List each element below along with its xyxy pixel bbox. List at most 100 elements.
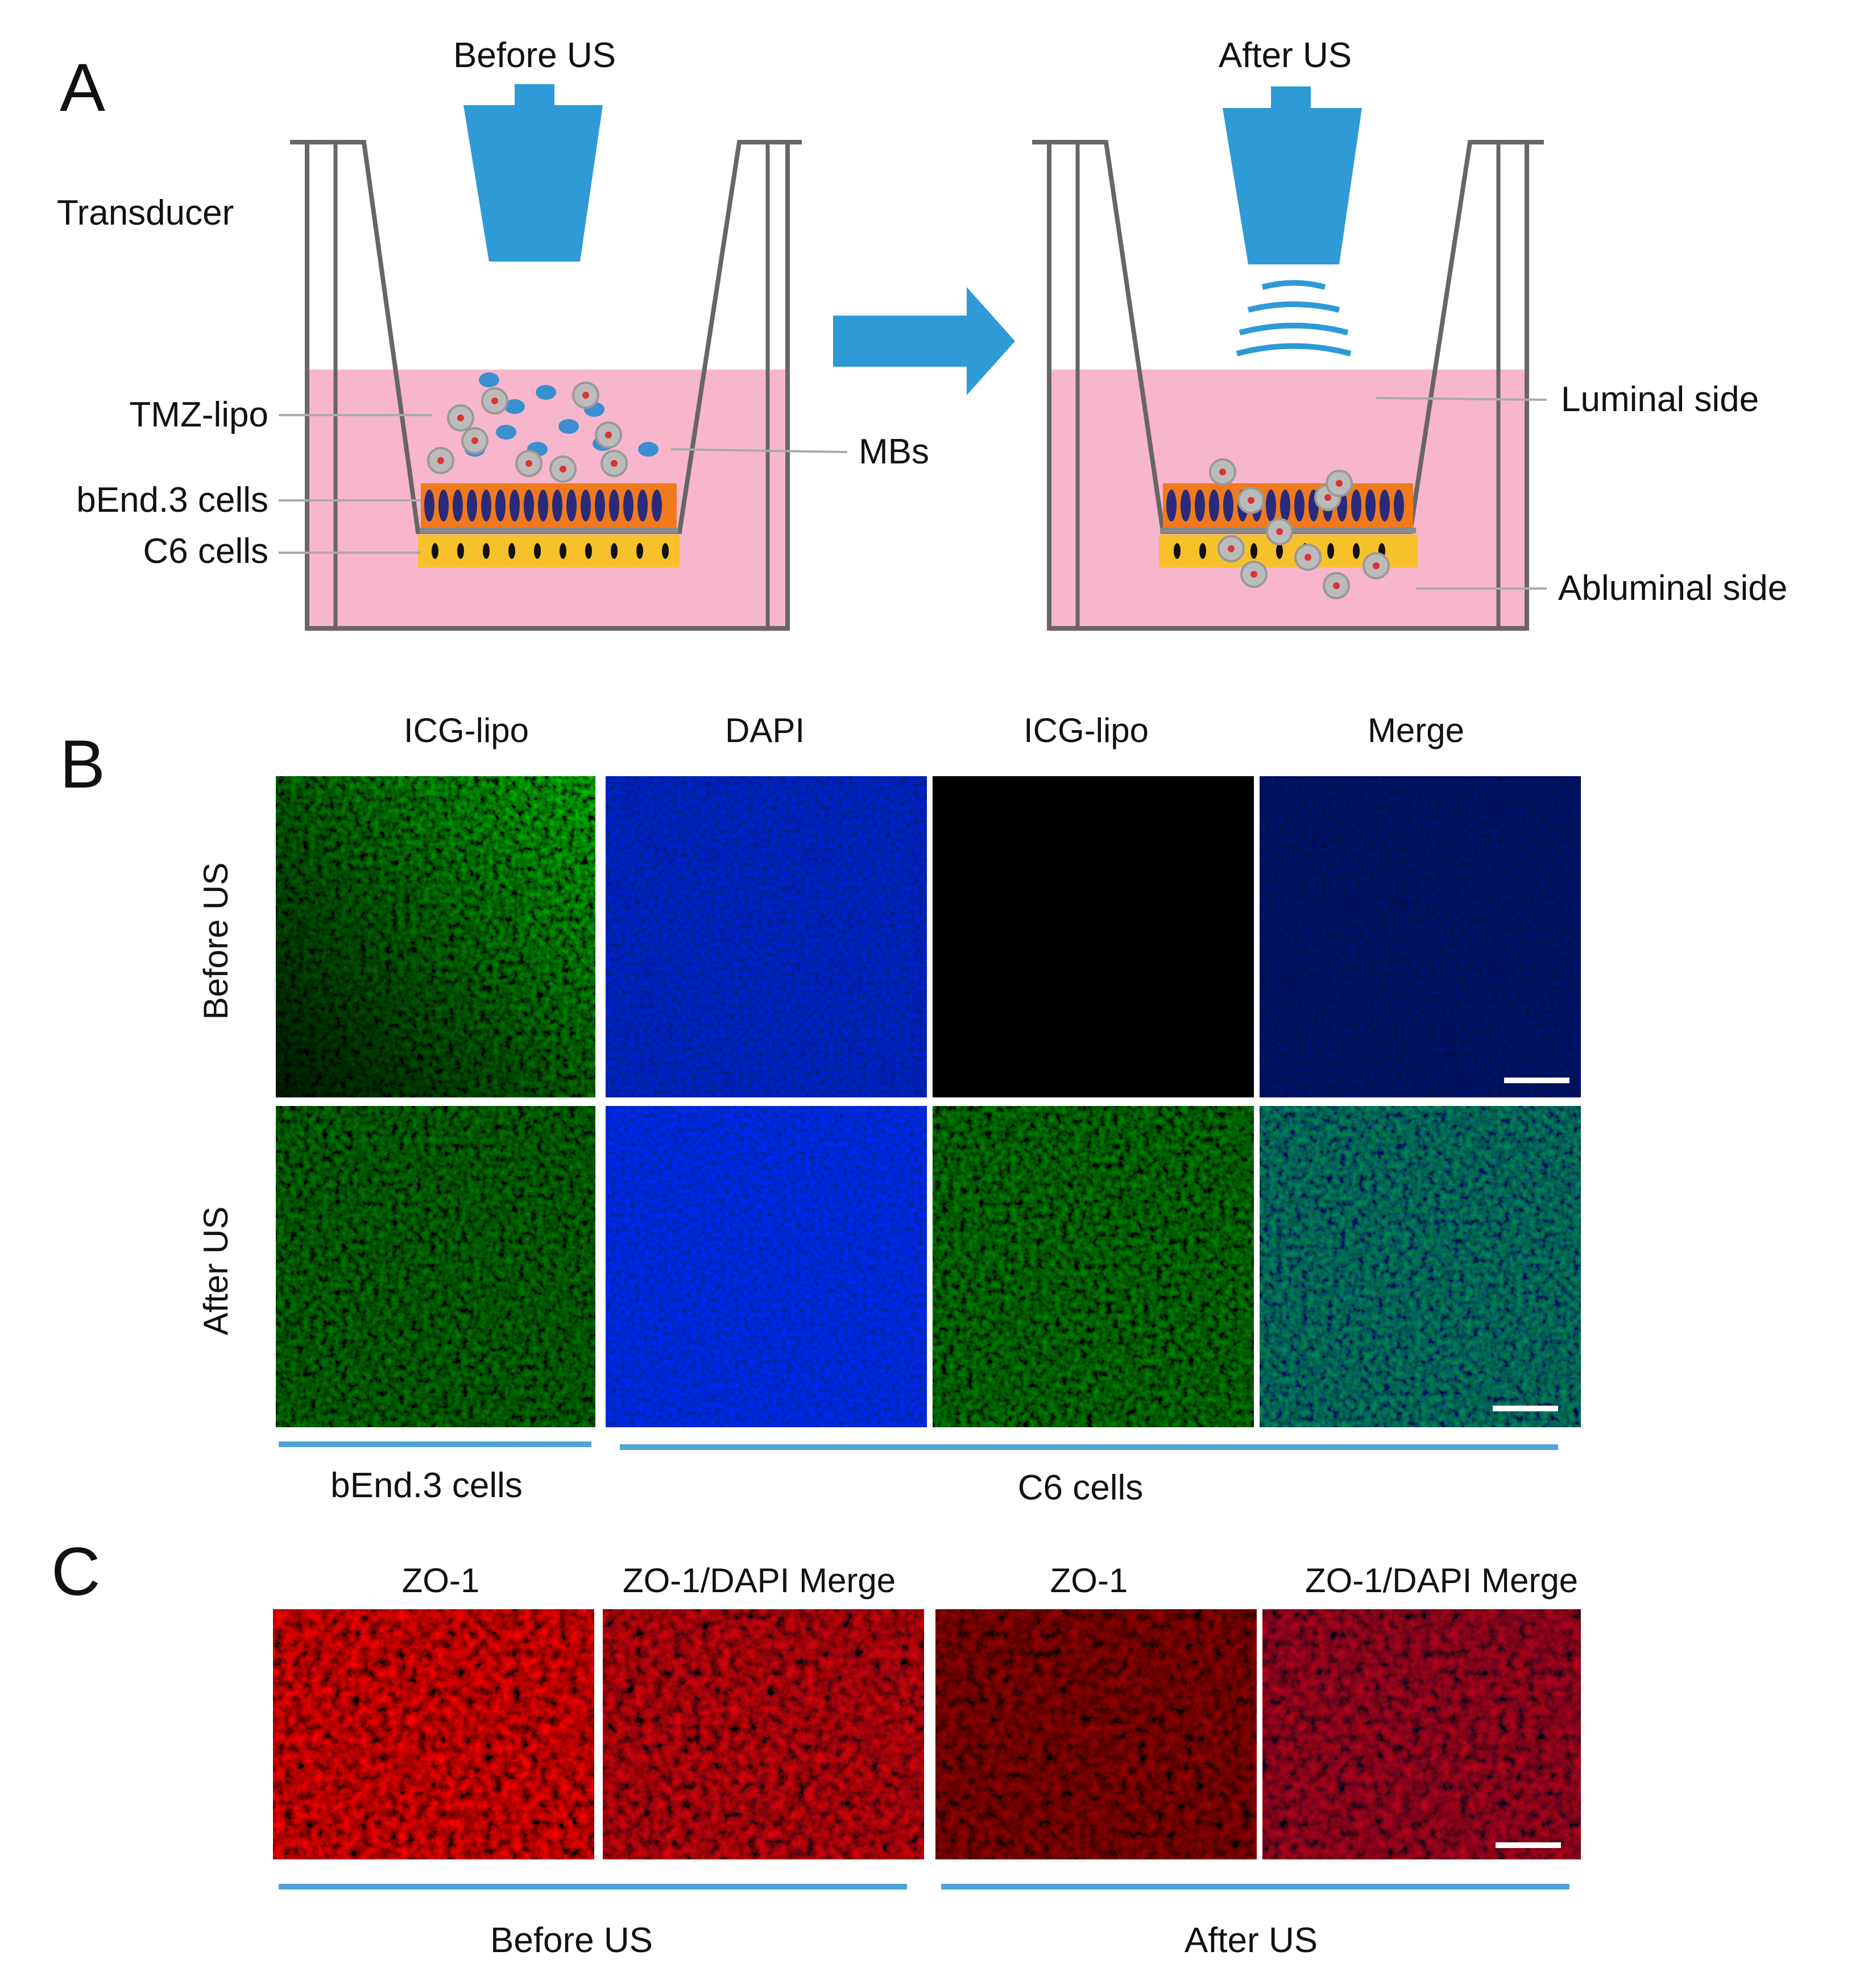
micrograph-c3 (935, 1609, 1257, 1859)
cell-nucleus (585, 543, 592, 559)
cell-nucleus (623, 490, 633, 521)
cell-nucleus (1380, 490, 1390, 521)
scale-bar (1493, 1406, 1558, 1411)
col-header-b4: Merge (1368, 711, 1464, 749)
cell-nucleus (652, 490, 662, 521)
cell-nucleus (1174, 543, 1181, 559)
micrograph-b-r2c2 (606, 1106, 927, 1427)
bend3-nuclei-after (1166, 490, 1404, 521)
micrograph-b-r2c1 (276, 1106, 595, 1427)
panel-c-letter: C (51, 1534, 101, 1610)
col-header-c3: ZO-1 (1050, 1561, 1128, 1600)
cell-nucleus (1209, 490, 1219, 521)
well-before-us (290, 84, 802, 631)
scale-bar (1496, 1842, 1561, 1848)
cell-nucleus (524, 490, 534, 521)
col-header-b1: ICG-lipo (404, 711, 529, 749)
cell-nucleus (636, 543, 643, 559)
transducer-icon (463, 84, 603, 262)
before-us-title: Before US (453, 36, 616, 75)
label-bend3: bEnd.3 cells (76, 480, 268, 520)
col-header-c1: ZO-1 (402, 1561, 480, 1600)
cell-nucleus (637, 490, 648, 521)
col-header-c2: ZO-1/DAPI Merge (623, 1561, 896, 1600)
scale-bar (1504, 1078, 1569, 1083)
cell-nucleus (424, 490, 434, 521)
after-us-title: After US (1219, 36, 1352, 75)
cell-nucleus (1394, 490, 1404, 521)
panel-a-letter: A (60, 49, 105, 126)
cell-nucleus (1327, 543, 1334, 559)
cell-nucleus (1166, 490, 1177, 521)
cell-nucleus (483, 543, 490, 559)
ultrasound-waves-icon (1236, 280, 1352, 357)
label-abluminal: Abluminal side (1558, 569, 1787, 608)
label-c6: C6 cells (143, 532, 268, 571)
leader-lines (279, 397, 1547, 590)
cell-nucleus (534, 543, 541, 559)
label-tmz-lipo: TMZ-lipo (129, 395, 268, 434)
cell-nucleus (438, 490, 449, 521)
cell-nucleus (595, 490, 605, 521)
cell-nucleus (1365, 490, 1376, 521)
cell-nucleus (581, 490, 591, 521)
cell-nucleus (1250, 543, 1257, 559)
cell-nucleus (481, 490, 491, 521)
label-luminal: Luminal side (1561, 380, 1759, 419)
cell-nucleus (510, 490, 520, 521)
cell-nucleus (560, 543, 566, 559)
tmz-lipo-crossed (1209, 458, 1390, 599)
cell-nucleus (609, 490, 619, 521)
tmz-lipo-cluster (427, 382, 628, 483)
cell-nucleus (1195, 490, 1205, 521)
cell-nucleus (611, 543, 618, 559)
outer-well-before (305, 142, 790, 631)
micrograph-c4 (1262, 1609, 1581, 1859)
label-mbs: MBs (859, 432, 929, 471)
cell-nucleus (1280, 490, 1290, 521)
micrograph-c1 (273, 1609, 594, 1859)
cell-nucleus (552, 490, 562, 521)
cell-nucleus (1276, 543, 1283, 559)
group-label-c6: C6 cells (1018, 1468, 1144, 1507)
cell-nucleus (1199, 543, 1206, 559)
group-label-bend3: bEnd.3 cells (330, 1466, 523, 1505)
micrograph-b-r1c2 (606, 776, 927, 1097)
bend3-nuclei (424, 490, 662, 521)
row-label-before: Before US (197, 863, 235, 1020)
cell-nucleus (432, 543, 438, 559)
micrograph-b-r2c3 (933, 1106, 1254, 1427)
well-after-us (1032, 86, 1544, 631)
group-label-after-us: After US (1185, 1921, 1318, 1960)
cell-nucleus (1266, 490, 1276, 521)
col-header-c4: ZO-1/DAPI Merge (1305, 1561, 1578, 1600)
col-header-b2: DAPI (725, 711, 805, 749)
cell-nucleus (457, 543, 464, 559)
panel-b-letter: B (60, 726, 105, 802)
cell-nucleus (1181, 490, 1191, 521)
micrograph-b-r1c3 (933, 776, 1254, 1097)
cell-nucleus (1353, 543, 1360, 559)
label-transducer: Transducer (57, 193, 234, 233)
cell-nucleus (508, 543, 515, 559)
cell-nucleus (1351, 490, 1361, 521)
transducer-icon (1223, 86, 1362, 264)
cell-nucleus (538, 490, 548, 521)
micrograph-c2 (603, 1609, 924, 1859)
cell-nucleus (495, 490, 506, 521)
cell-nucleus (1294, 490, 1304, 521)
row-label-after: After US (197, 1207, 235, 1336)
cell-nucleus (467, 490, 477, 521)
micrograph-b-r1c1 (276, 776, 595, 1097)
bend3-layer-before (421, 483, 677, 528)
group-label-before-us: Before US (490, 1921, 653, 1960)
micrograph-b-r2c4 (1260, 1106, 1581, 1427)
cell-nucleus (566, 490, 577, 521)
process-arrow-icon (833, 287, 1015, 395)
c6-nuclei (432, 543, 669, 559)
cell-nucleus (662, 543, 669, 559)
micrograph-b-r1c4 (1260, 776, 1581, 1097)
cell-nucleus (453, 490, 463, 521)
col-header-b3: ICG-lipo (1024, 711, 1149, 749)
